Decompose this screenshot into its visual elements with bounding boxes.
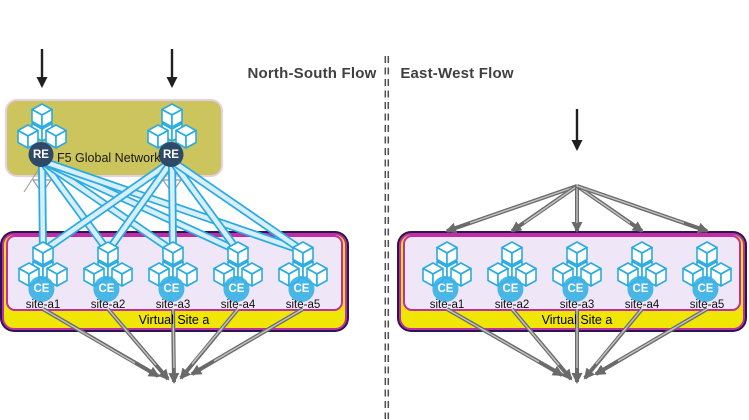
site-label-right-3: site-a3 [559, 299, 595, 311]
virtual-site-label-right: Virtual Site a [541, 313, 613, 327]
flow-separator-dashed-line [384, 56, 390, 419]
re-badge: RE [28, 142, 54, 167]
f5-global-network-label: F5 Global Network [57, 151, 161, 165]
ce-badge: CE [158, 276, 185, 302]
north-south-flow-title: North-South Flow [247, 65, 377, 82]
re-ce-tunnel-beams [38, 157, 306, 255]
site-label-right-4: site-a4 [624, 299, 660, 311]
ce-badge: CE [497, 276, 524, 302]
site-label-right-2: site-a2 [494, 299, 530, 311]
ce-node-right-4: CE [614, 241, 670, 311]
re-badge: RE [158, 142, 184, 167]
virtual-site-label-left: Virtual Site a [138, 313, 210, 327]
site-label-right-5: site-a5 [689, 299, 725, 311]
ce-node-left-4: CE [210, 241, 266, 311]
ce-node-right-5: CE [679, 241, 735, 311]
ce-node-left-5: CE [275, 241, 331, 311]
ce-node-right-2: CE [484, 241, 540, 311]
ce-badge: CE [288, 276, 315, 302]
re-node-1: RE [14, 103, 70, 173]
ce-node-left-2: CE [80, 241, 136, 311]
north-south-egress-arrows [41, 307, 305, 384]
ce-badge: CE [223, 276, 250, 302]
ce-badge: CE [562, 276, 589, 302]
ce-badge: CE [432, 276, 459, 302]
site-label-left-1: site-a1 [25, 299, 61, 311]
re-node-2: RE [144, 103, 200, 173]
site-label-left-4: site-a4 [220, 299, 256, 311]
east-west-egress-arrows [446, 307, 709, 384]
ce-badge: CE [93, 276, 120, 302]
site-label-left-5: site-a5 [285, 299, 321, 311]
ce-node-right-1: CE [419, 241, 475, 311]
ce-node-left-1: CE [15, 241, 71, 311]
inbound-traffic-arrows [36, 49, 583, 151]
site-label-left-3: site-a3 [155, 299, 191, 311]
east-west-fanout-arrows [445, 184, 709, 234]
ce-badge: CE [28, 276, 55, 302]
site-label-right-1: site-a1 [429, 299, 465, 311]
ce-node-right-3: CE [549, 241, 605, 311]
site-label-left-2: site-a2 [90, 299, 126, 311]
east-west-flow-title: East-West Flow [400, 65, 514, 82]
ce-badge: CE [692, 276, 719, 302]
ce-node-left-3: CE [145, 241, 201, 311]
ce-badge: CE [627, 276, 654, 302]
